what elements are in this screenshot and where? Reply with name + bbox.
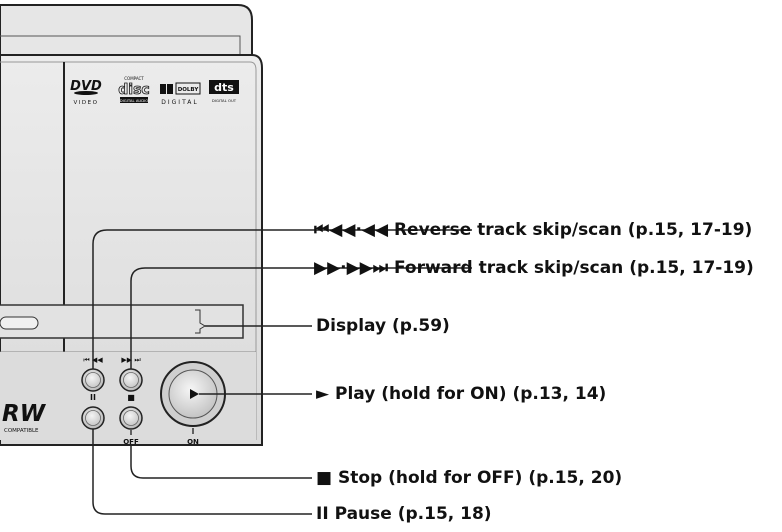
callout-play: ► Play (hold for ON) (p.13, 14) (316, 384, 607, 404)
stop-symbol-label: ■ (127, 393, 135, 402)
top-cover-inner-edge (0, 35, 241, 55)
callout-display: Display (p.59) (316, 316, 450, 336)
pause-symbol-label: II (90, 393, 96, 402)
callout-stop: ■ Stop (hold for OFF) (p.15, 20) (316, 468, 623, 488)
dolby-digital-logo: DOLBY DIGITAL (160, 82, 201, 106)
leader-pause (92, 429, 312, 515)
disc-slot (0, 316, 39, 330)
on-label: ON (187, 438, 199, 446)
play-button[interactable] (160, 361, 226, 427)
top-cover (0, 4, 253, 56)
callout-reverse: ⏮◀◀·◀◀ Reverse track skip/scan (p.15, 17… (314, 220, 753, 240)
svg-text:disc: disc (118, 82, 149, 98)
dvd-logo: DVD VIDEO (70, 79, 102, 106)
svg-text:VIDEO: VIDEO (74, 100, 99, 106)
leader-forward (130, 267, 472, 369)
compact-disc-logo: COMPACT disc DIGITAL AUDIO (118, 76, 150, 103)
stop-button[interactable] (119, 406, 143, 430)
svg-text:dts: dts (214, 81, 234, 94)
main-body-inner-edge (0, 61, 257, 440)
dts-logo: dts DIGITAL OUT (209, 80, 239, 103)
display-window (0, 304, 244, 339)
main-body (0, 54, 263, 446)
forward-button[interactable] (119, 368, 143, 392)
format-logos: DVD VIDEO COMPACT disc DIGITAL AUDIO DOL… (70, 76, 239, 106)
callout-forward: ▶▶·▶▶⏭ Forward track skip/scan (p.15, 17… (314, 258, 754, 278)
leader-reverse (92, 229, 472, 369)
rw-compatible-logo: RW COMPATIBLE (2, 401, 47, 434)
svg-text:DIGITAL OUT: DIGITAL OUT (212, 98, 237, 103)
svg-text:DIGITAL: DIGITAL (161, 99, 198, 106)
reverse-button[interactable] (81, 368, 105, 392)
svg-text:DVD: DVD (70, 79, 102, 94)
leader-lines (92, 229, 472, 515)
pause-button[interactable] (81, 406, 105, 430)
svg-text:DIGITAL AUDIO: DIGITAL AUDIO (120, 98, 148, 103)
svg-text:RW: RW (2, 401, 47, 427)
off-label: OFF (123, 438, 139, 446)
svg-text:COMPATIBLE: COMPATIBLE (4, 428, 39, 434)
leader-stop (130, 444, 312, 479)
svg-text:DOLBY: DOLBY (178, 87, 200, 93)
play-icon (190, 389, 199, 399)
svg-text:COMPACT: COMPACT (124, 76, 144, 81)
callout-pause: II Pause (p.15, 18) (316, 504, 492, 524)
